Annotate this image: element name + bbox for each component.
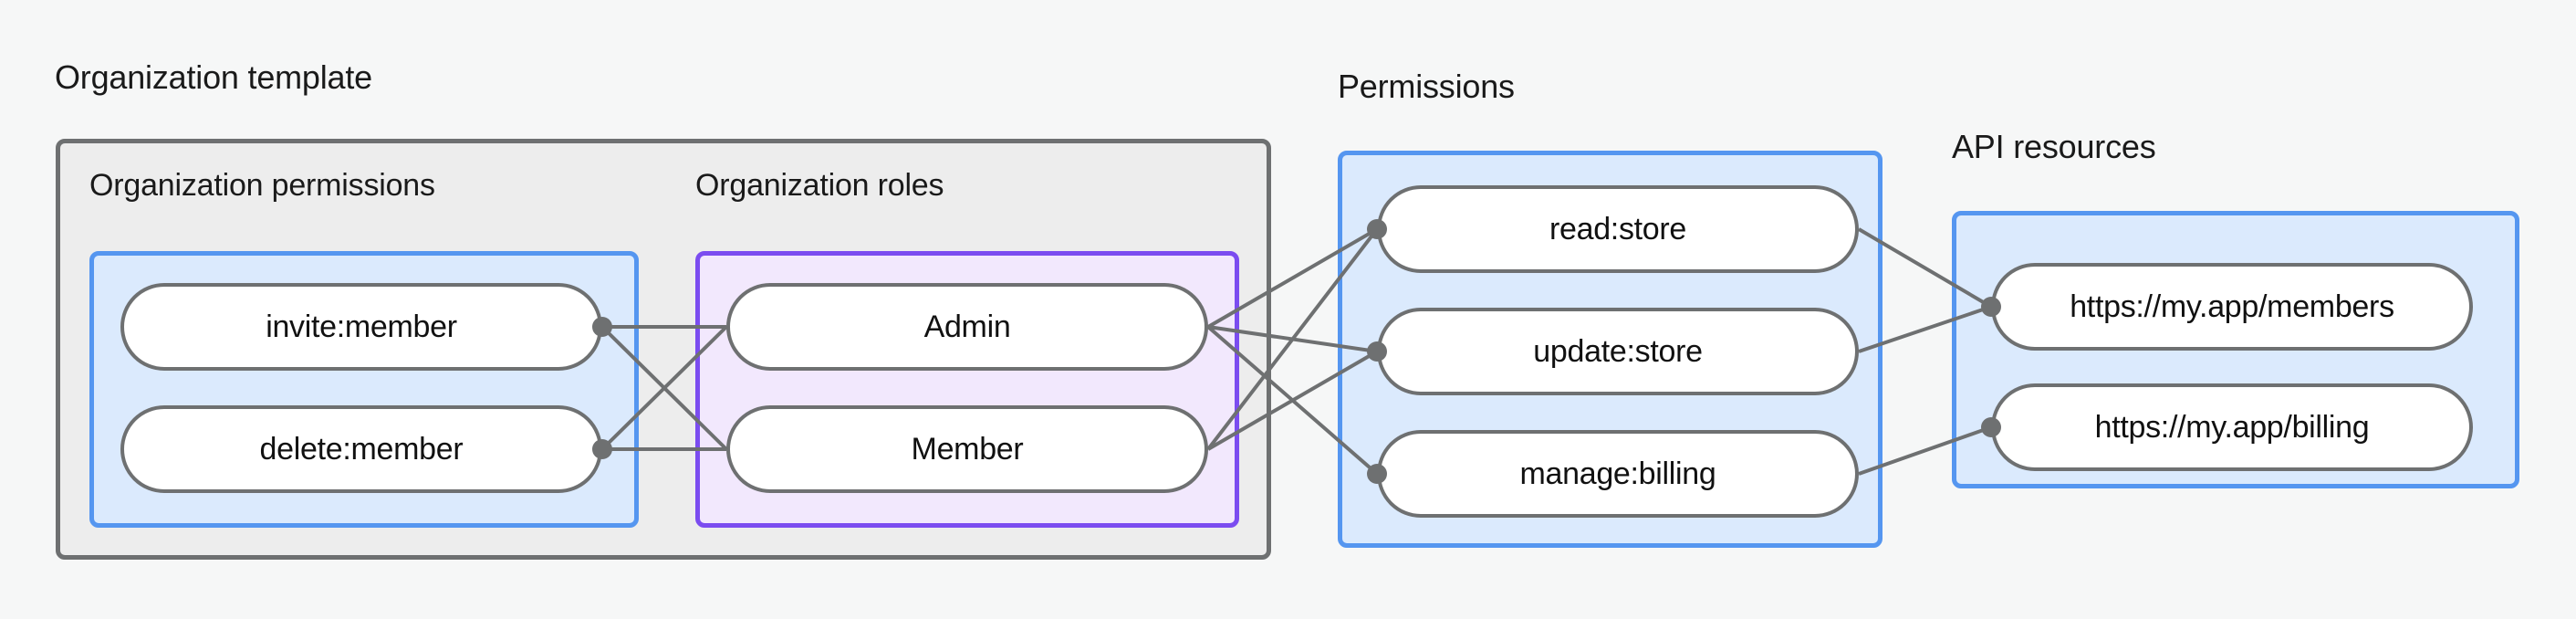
node-invite-member[interactable]: invite:member xyxy=(120,283,602,371)
node-manage-billing[interactable]: manage:billing xyxy=(1377,430,1859,518)
node-label: Admin xyxy=(923,309,1011,344)
group-title: Organization template xyxy=(55,58,372,96)
group-title: API resources xyxy=(1952,128,2156,165)
node-delete-member[interactable]: delete:member xyxy=(120,405,602,493)
node-label: delete:member xyxy=(259,431,464,467)
node-label: manage:billing xyxy=(1519,456,1716,491)
node-read-store[interactable]: read:store xyxy=(1377,185,1859,273)
node-res-members[interactable]: https://my.app/members xyxy=(1991,263,2473,351)
node-label: https://my.app/members xyxy=(2070,289,2394,324)
node-label: Member xyxy=(911,431,1024,467)
node-label: update:store xyxy=(1533,333,1703,369)
node-member[interactable]: Member xyxy=(726,405,1208,493)
node-label: read:store xyxy=(1549,211,1687,247)
subgroup-title: Organization permissions xyxy=(89,168,435,203)
node-label: https://my.app/billing xyxy=(2094,409,2370,445)
group-title: Permissions xyxy=(1338,68,1515,105)
subgroup-title: Organization roles xyxy=(695,168,944,203)
node-label: invite:member xyxy=(266,309,457,344)
node-update-store[interactable]: update:store xyxy=(1377,308,1859,395)
node-admin[interactable]: Admin xyxy=(726,283,1208,371)
node-res-billing[interactable]: https://my.app/billing xyxy=(1991,383,2473,471)
